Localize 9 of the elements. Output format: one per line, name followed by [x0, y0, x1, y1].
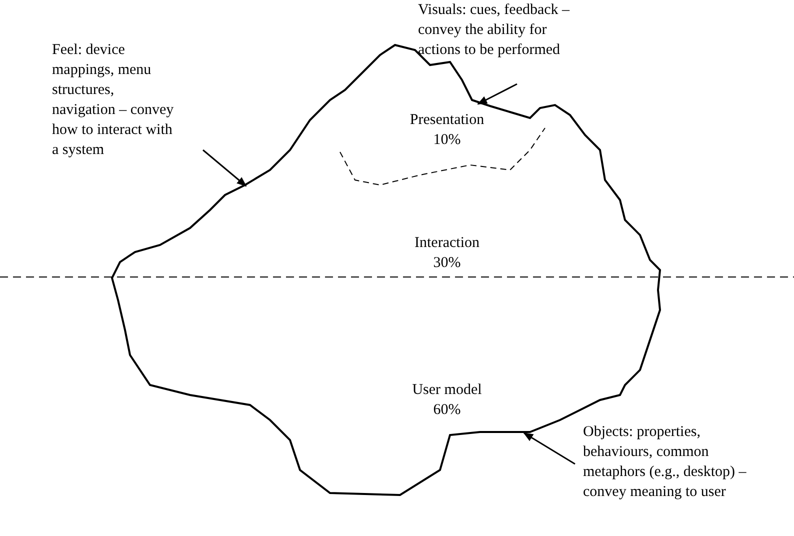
leader-arrow	[477, 83, 518, 105]
region-label: User model 60%	[411, 381, 483, 420]
region-label: Presentation 10%	[408, 111, 486, 150]
annotation-text: Feel: device mappings, menu structures, navigation – convey how to interact with a system	[52, 41, 175, 160]
annotation-text: Visuals: cues, feedback – convey the ability for actions to be performed	[418, 1, 571, 60]
leader-arrow	[202, 149, 247, 187]
leader-arrow	[523, 432, 576, 465]
annotation-text: Objects: properties, behaviours, common metaphors (e.g., desktop) – convey meaning to user	[583, 423, 748, 502]
region-label: Interaction 30%	[414, 234, 480, 273]
